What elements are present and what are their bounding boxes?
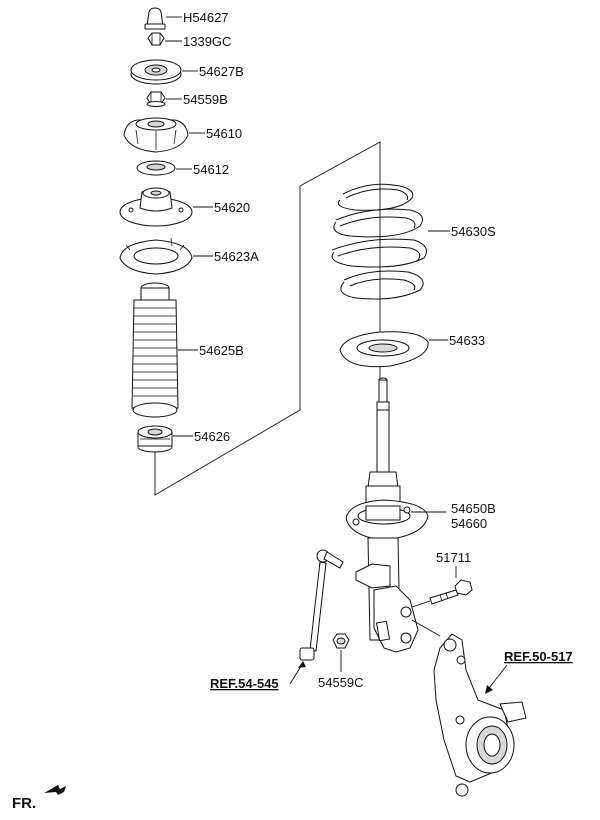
label-h54627: H54627 — [183, 10, 229, 25]
ref-50-517-arrow — [485, 664, 508, 694]
dust-cap-part — [144, 7, 166, 30]
boot-group-bracket — [154, 141, 381, 496]
ref-54-545-label: REF.54-545 — [210, 676, 279, 691]
lower-spring-pad-part-54633 — [339, 331, 429, 368]
label-54627b: 54627B — [199, 64, 244, 79]
label-54650b: 54650B — [451, 501, 496, 516]
front-direction-arrow-icon — [44, 785, 66, 795]
strut-assembly-part-54650b — [345, 377, 429, 653]
spring-pad-part-54623a — [119, 237, 193, 275]
label-54625b: 54625B — [199, 343, 244, 358]
label-54633: 54633 — [449, 333, 485, 348]
insulator-part-54610 — [123, 117, 189, 153]
nut-part-1339gc — [147, 32, 165, 46]
stabilizer-link — [299, 549, 344, 661]
label-54610: 54610 — [206, 126, 242, 141]
ref-50-517-label: REF.50-517 — [504, 649, 573, 664]
coil-spring-part-54630s — [331, 183, 427, 300]
label-54559c: 54559C — [318, 675, 364, 690]
label-54630s: 54630S — [451, 224, 496, 239]
label-54626: 54626 — [194, 429, 230, 444]
label-51711: 51711 — [436, 550, 471, 565]
nut-part-54559b — [146, 91, 166, 107]
bolt-part-51711 — [429, 579, 473, 605]
label-54620: 54620 — [214, 200, 250, 215]
steering-knuckle — [433, 633, 527, 797]
upper-seat-part-54620 — [119, 187, 193, 227]
label-54612: 54612 — [193, 162, 229, 177]
front-indicator-label: FR. — [12, 795, 36, 812]
label-1339gc: 1339GC — [183, 34, 231, 49]
ref-54-545-arrow — [289, 661, 306, 685]
bump-stopper-part-54626 — [137, 425, 173, 453]
nut-part-54559c — [332, 633, 350, 649]
bearing-part-54612 — [136, 160, 176, 176]
label-54660: 54660 — [451, 516, 487, 531]
dust-boot-part-54625b — [131, 282, 179, 418]
label-54623a: 54623A — [214, 249, 259, 264]
label-54559b: 54559B — [183, 92, 228, 107]
washer-part-54627b — [130, 59, 182, 85]
